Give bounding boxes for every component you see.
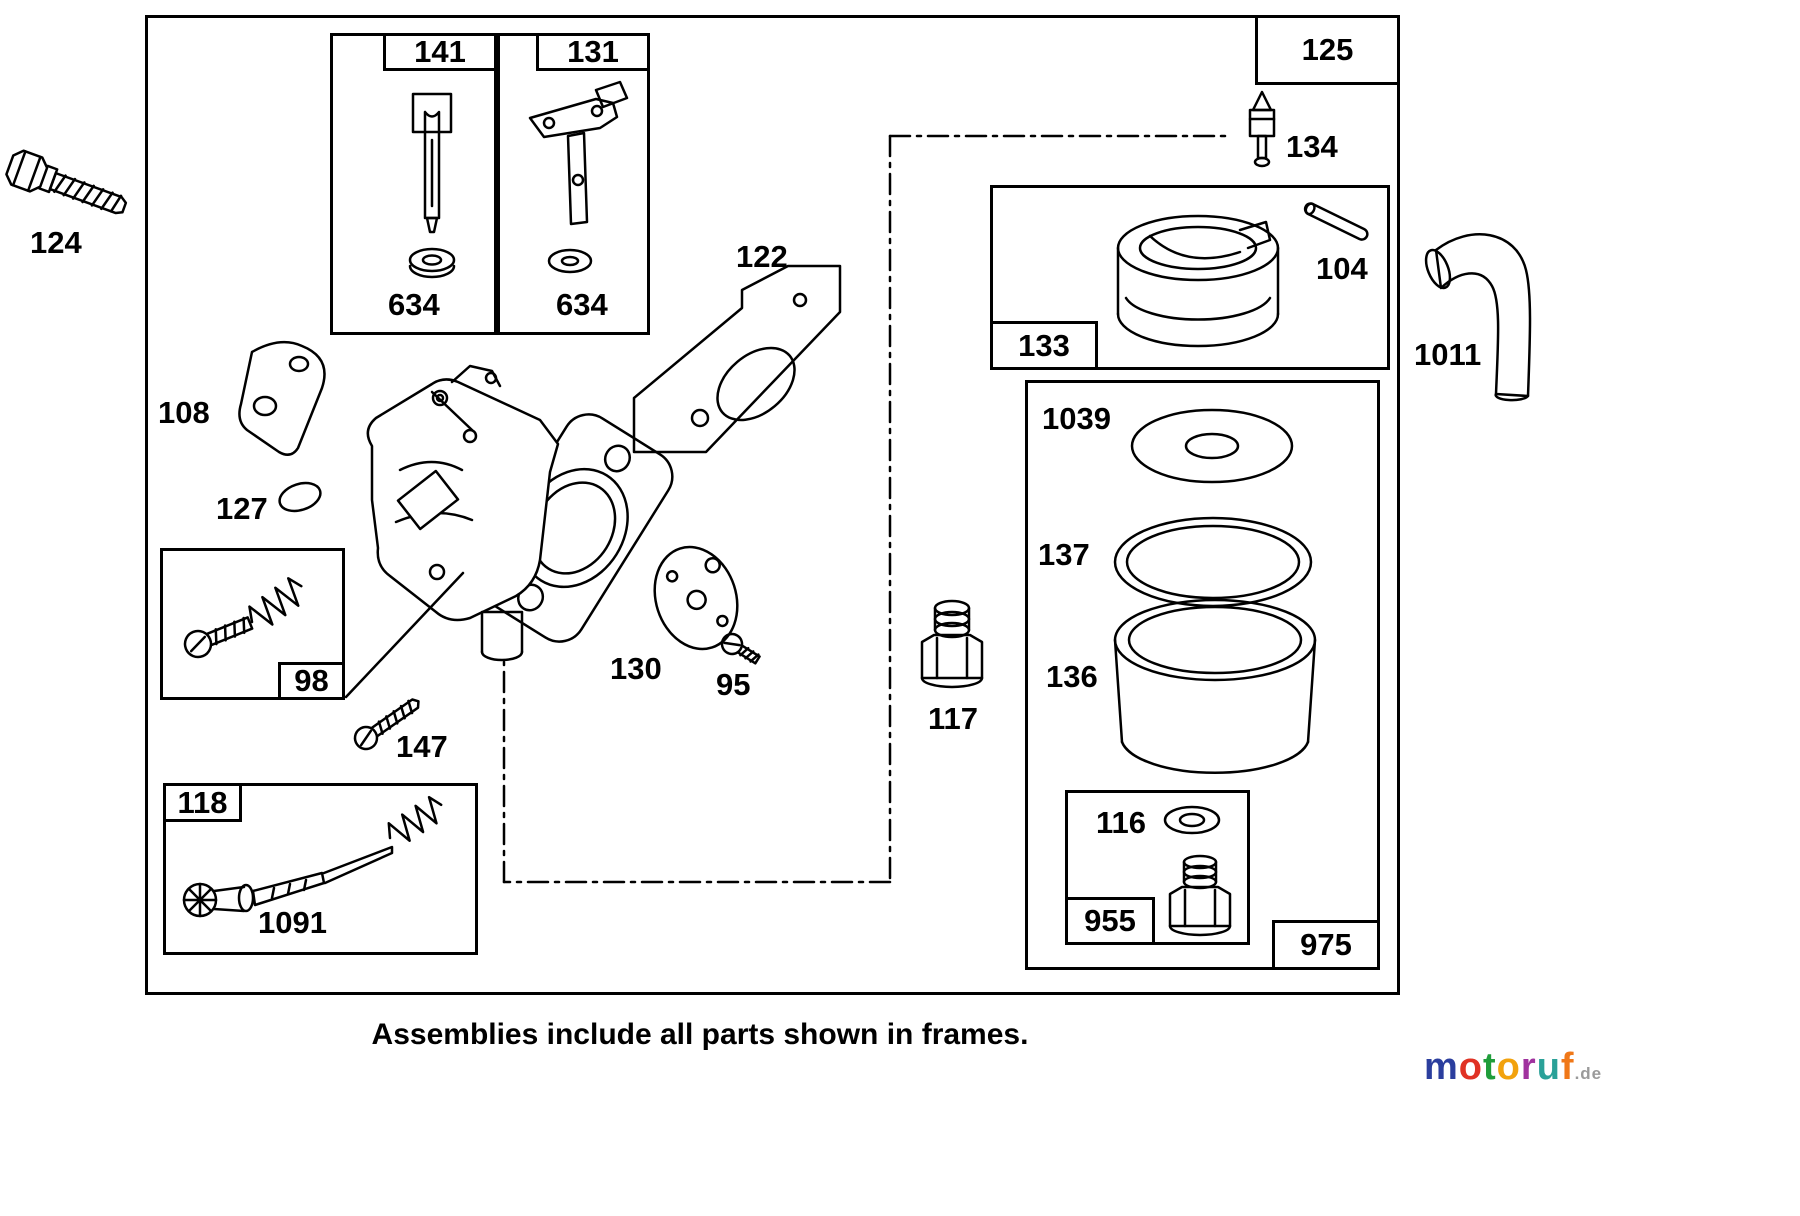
part-label-634b: 634 (556, 287, 608, 322)
part-label-131: 131 (536, 33, 650, 71)
part-label-133: 133 (990, 321, 1098, 370)
washer-116-drawing (1163, 805, 1221, 835)
fitting-117-drawing (920, 599, 984, 689)
part-label-634a: 634 (388, 287, 440, 322)
reference-dashed-lines (502, 134, 1232, 884)
frame-98 (160, 548, 345, 700)
part-label-127: 127 (216, 491, 268, 526)
pointer-line-98 (344, 571, 465, 699)
part-label-1091: 1091 (258, 905, 327, 940)
logo-motoruf: motoruf.de (1424, 1046, 1602, 1089)
bolt-124-drawing (5, 149, 128, 215)
part-label-117: 117 (928, 701, 979, 736)
part-label-125: 125 (1255, 15, 1400, 85)
carburetor-body-drawing (366, 364, 674, 662)
logo-suffix: .de (1574, 1064, 1603, 1083)
part-label-108: 108 (158, 395, 210, 430)
disc-1039-drawing (1130, 408, 1294, 484)
frame-975 (1025, 380, 1380, 970)
part-label-116: 116 (1096, 805, 1147, 840)
pin-104-drawing (1303, 202, 1369, 241)
jet-141-drawing (408, 92, 456, 279)
frame-955 (1065, 790, 1250, 945)
part-label-118: 118 (163, 783, 242, 822)
part-label-104: 104 (1316, 251, 1368, 286)
screw-95-drawing (720, 632, 761, 665)
part-label-98: 98 (278, 662, 345, 700)
part-label-95: 95 (716, 667, 751, 702)
part-label-122: 122 (736, 239, 788, 274)
part-label-955: 955 (1065, 897, 1155, 945)
part-label-1039: 1039 (1042, 401, 1111, 436)
fitting-955-drawing (1168, 854, 1232, 937)
diagram-caption: Assemblies include all parts shown in fr… (371, 1018, 1029, 1051)
part-label-124: 124 (30, 225, 82, 260)
part-label-141: 141 (383, 33, 497, 71)
logo-letter: m (1424, 1046, 1459, 1088)
logo-letters: motoruf (1424, 1046, 1575, 1088)
plug-127-drawing (278, 481, 322, 513)
logo-letter: o (1496, 1046, 1521, 1088)
part-label-147: 147 (396, 729, 448, 764)
logo-letter: t (1483, 1046, 1497, 1088)
float-133-drawing (1116, 214, 1280, 348)
gasket-108-drawing (238, 340, 326, 456)
part-label-1011: 1011 (1414, 337, 1482, 372)
screw-spring-98-drawing (183, 577, 303, 659)
part-label-137: 137 (1038, 537, 1090, 572)
part-label-136: 136 (1046, 659, 1098, 694)
frame-118 (163, 783, 478, 955)
part-label-134: 134 (1286, 129, 1338, 164)
part-label-130: 130 (610, 651, 662, 686)
logo-letter: f (1560, 1046, 1575, 1088)
disc-130-drawing (653, 545, 739, 651)
part-label-975: 975 (1272, 920, 1380, 970)
needle-134-drawing (1248, 90, 1276, 168)
cup-136-drawing (1113, 598, 1317, 775)
needle-1091-drawing (182, 795, 443, 918)
main-frame (145, 15, 1400, 995)
frame-133 (990, 185, 1390, 370)
screw-147-drawing (353, 698, 420, 751)
shaft-131-drawing (528, 80, 629, 274)
logo-letter: u (1536, 1046, 1561, 1088)
hose-1011-drawing (1424, 233, 1532, 402)
logo-letter: r (1520, 1046, 1537, 1088)
logo-letter: o (1458, 1046, 1484, 1088)
